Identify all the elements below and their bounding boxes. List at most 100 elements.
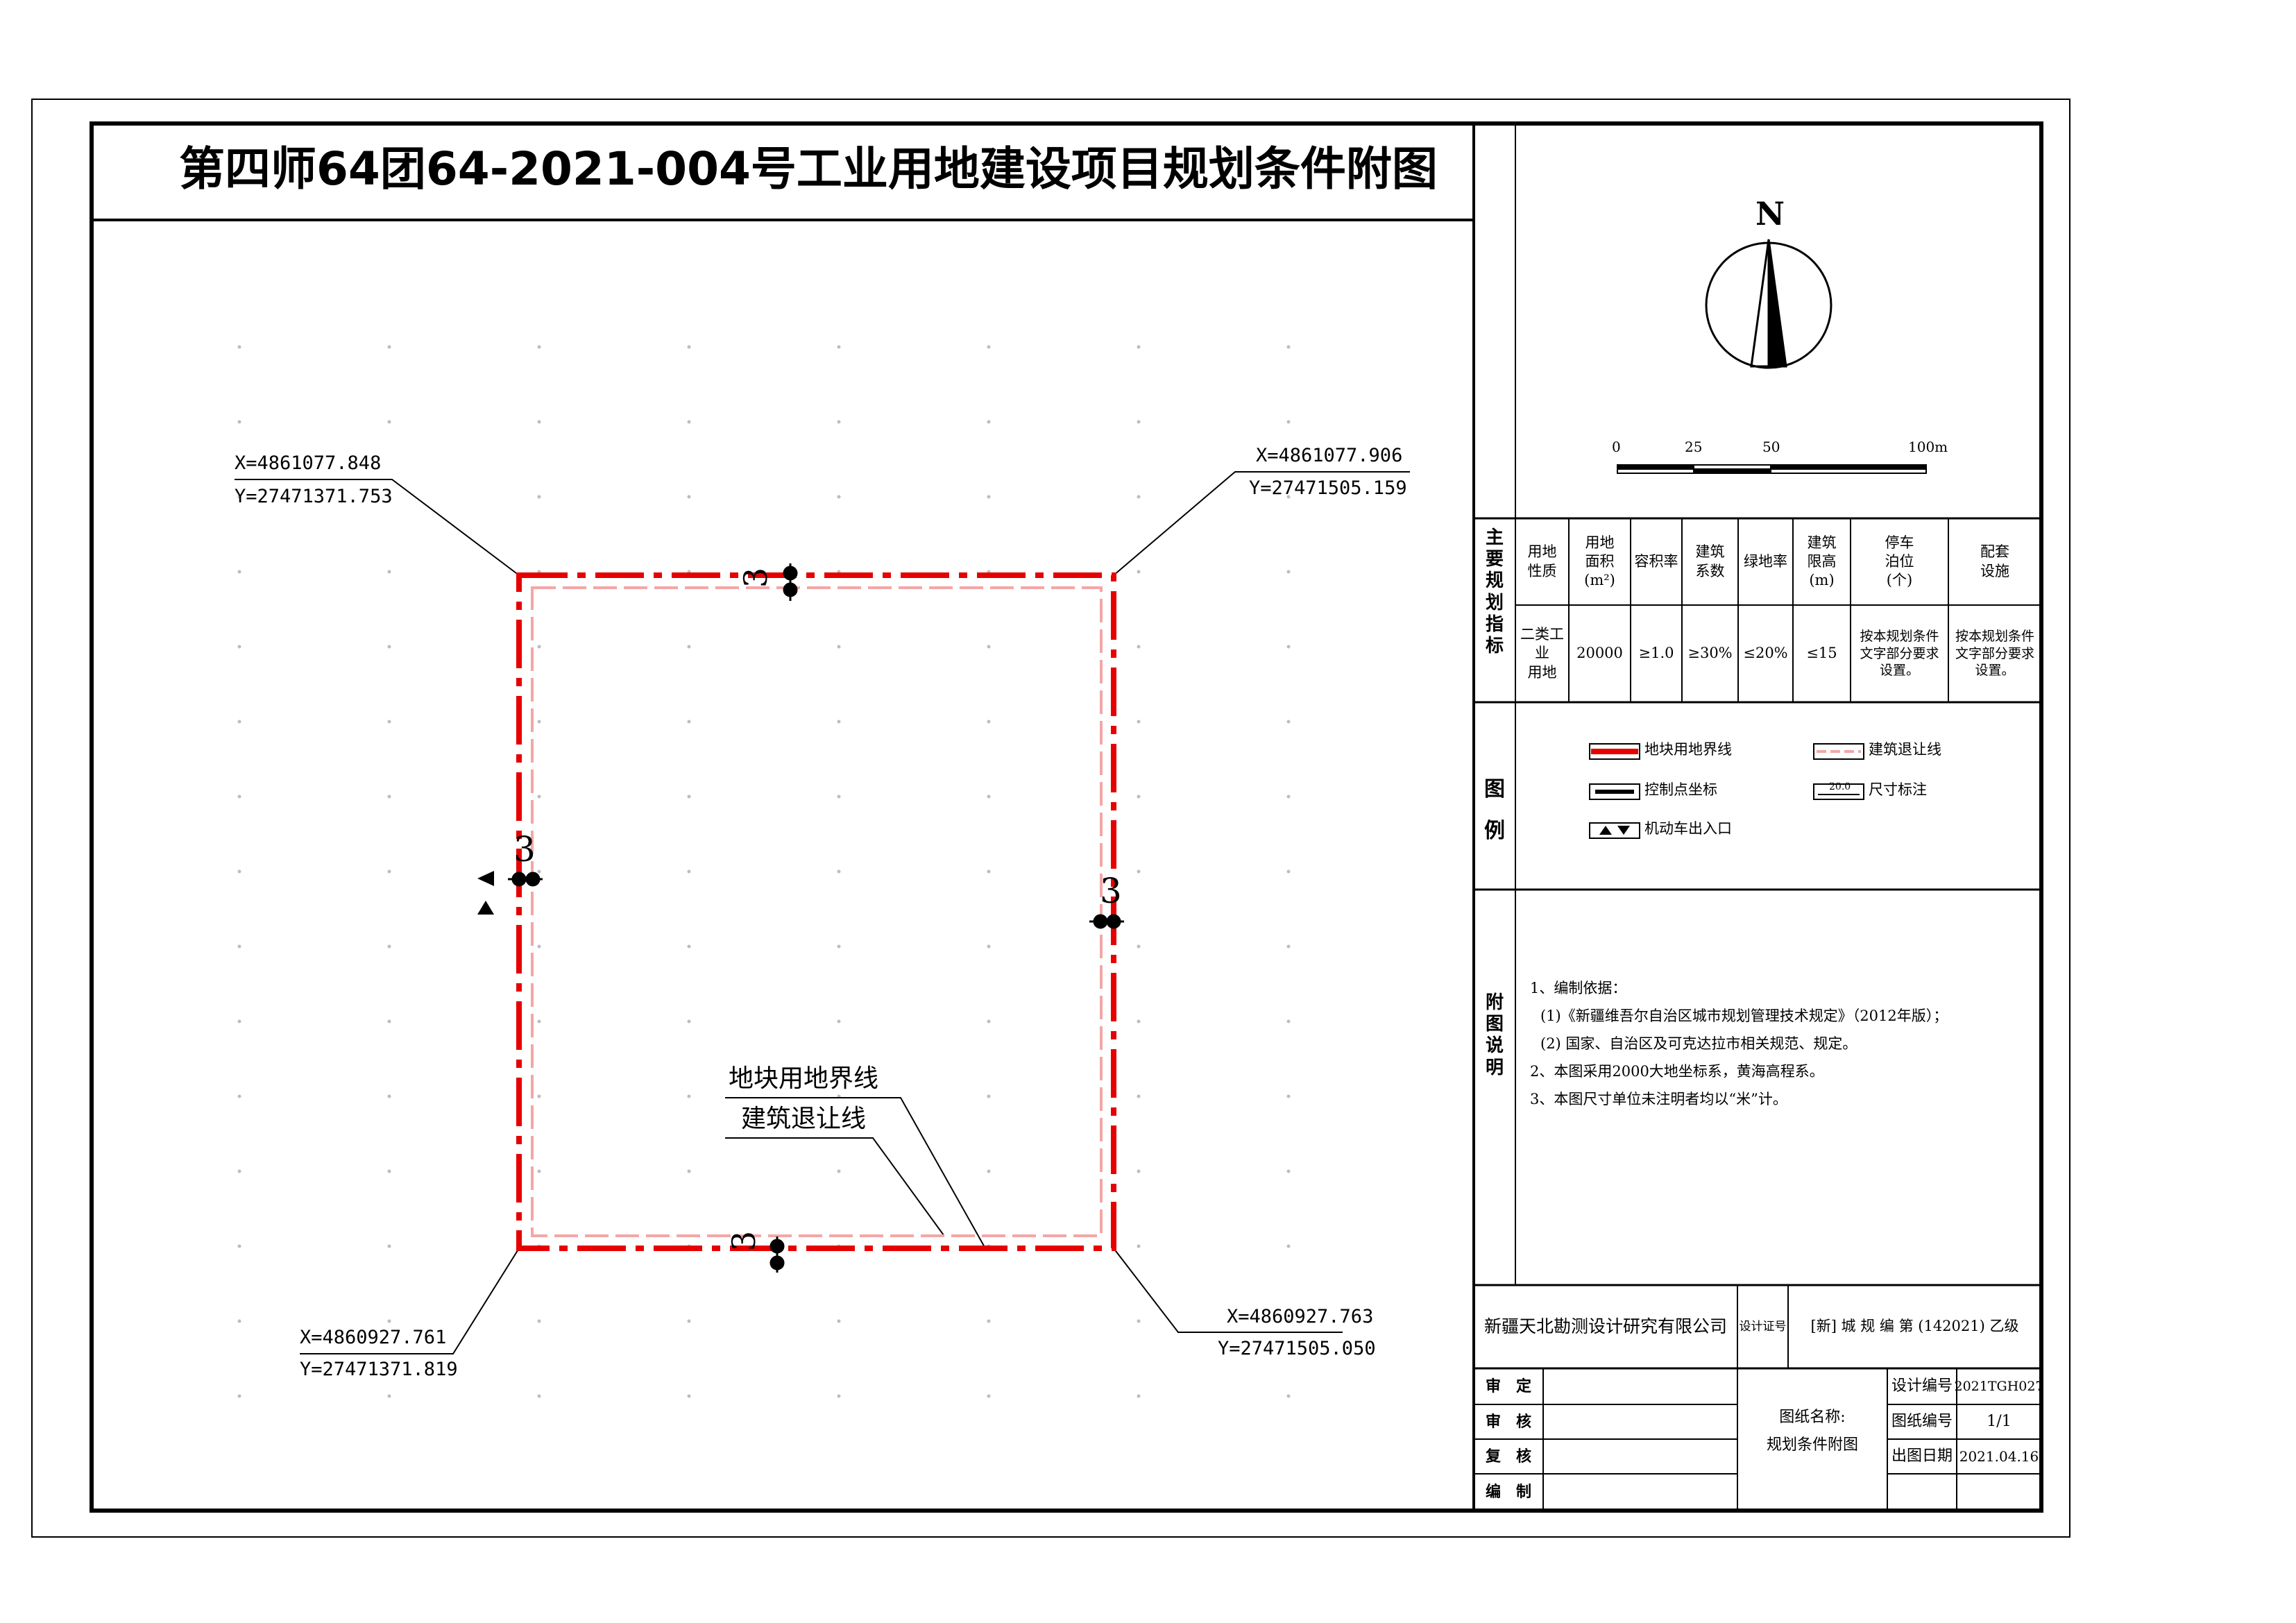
grid-dot <box>387 944 391 949</box>
grid-dot <box>987 869 991 874</box>
outer-border <box>31 99 2070 1538</box>
note-line: (2) 国家、自治区及可克达拉市相关规范、规定。 <box>1540 1035 1857 1052</box>
indicator-value: ≥1.0 <box>1638 645 1674 662</box>
indicator-value: 按本规划条件 文字部分要求 设置。 <box>1860 628 1939 679</box>
grid-dot <box>1286 1319 1291 1323</box>
grid-dot <box>987 720 991 724</box>
setback-line <box>531 586 1103 1237</box>
page-title: 第四师64团64-2021-004号工业用地建设项目规划条件附图 <box>179 142 1438 196</box>
legend-control-point-label: 控制点坐标 <box>1644 781 1717 798</box>
grid-dot <box>237 1394 241 1398</box>
cert-value: [新] 城 规 编 第 (142021) 乙级 <box>1810 1318 2019 1335</box>
grid-dot <box>387 794 391 799</box>
grid-dot <box>687 1394 691 1398</box>
grid-dot <box>237 1019 241 1023</box>
grid-dot <box>1286 944 1291 949</box>
grid-dot <box>1286 1094 1291 1098</box>
corner-tl-y: Y=27471371.753 <box>235 486 393 507</box>
grid-dot <box>537 1319 541 1323</box>
grid-dot <box>687 645 691 649</box>
grid-dot <box>837 1169 841 1173</box>
grid-dot <box>1137 1169 1141 1173</box>
grid-dot <box>1137 1394 1141 1398</box>
grid-dot <box>1286 794 1291 799</box>
drawing-name: 规划条件附图 <box>1766 1436 1858 1454</box>
grid-dot <box>837 1394 841 1398</box>
grid-dot <box>1286 869 1291 874</box>
scale-tick-label: 0 <box>1612 439 1621 455</box>
grid-dot <box>237 1244 241 1248</box>
grid-dot <box>237 794 241 799</box>
grid-dot <box>687 420 691 424</box>
grid-dot <box>987 794 991 799</box>
note-line: (1)《新疆维吾尔自治区城市规划管理技术规定》（2012年版）； <box>1540 1008 1948 1024</box>
role-compile: 编 制 <box>1485 1483 1531 1502</box>
grid-dot <box>387 869 391 874</box>
grid-dot <box>987 420 991 424</box>
grid-dot <box>1286 495 1291 499</box>
grid-dot <box>837 1319 841 1323</box>
vehicle-entry-icon <box>1589 822 1640 839</box>
grid-dot <box>687 345 691 349</box>
scale-tick-label: 25 <box>1685 439 1703 455</box>
compass-north-letter: N <box>1755 195 1785 232</box>
grid-dot <box>1286 645 1291 649</box>
dimension-icon <box>1813 783 1864 800</box>
indicator-value: 20000 <box>1576 645 1623 662</box>
grid-dot <box>537 345 541 349</box>
inner-border <box>90 121 2043 1513</box>
grid-dot <box>1137 345 1141 349</box>
legend-setback-label: 建筑退让线 <box>1869 741 1941 758</box>
sheet-no-label: 图纸编号 <box>1891 1412 1953 1430</box>
grid-dot <box>837 1019 841 1023</box>
grid-dot <box>237 1094 241 1098</box>
grid-dot <box>687 794 691 799</box>
grid-dot <box>387 645 391 649</box>
grid-dot <box>387 1244 391 1248</box>
cert-label: 设计证号 <box>1739 1319 1787 1334</box>
grid-dot <box>837 495 841 499</box>
grid-dot <box>687 944 691 949</box>
grid-dot <box>687 1169 691 1173</box>
grid-dot <box>837 345 841 349</box>
grid-dot <box>837 645 841 649</box>
grid-dot <box>687 720 691 724</box>
indicator-header: 绿地率 <box>1744 552 1787 570</box>
design-no-label: 设计编号 <box>1891 1377 1953 1395</box>
indicator-value: ≤15 <box>1806 645 1837 662</box>
indicator-table-grid <box>1515 518 2041 702</box>
grid-dot <box>987 1094 991 1098</box>
grid-dot <box>387 1394 391 1398</box>
setback-dimension: 3 <box>737 567 775 588</box>
note-line: 1、编制依据： <box>1530 980 1627 996</box>
grid-dot <box>1137 645 1141 649</box>
date-label: 出图日期 <box>1891 1447 1953 1465</box>
corner-tl-x: X=4861077.848 <box>235 452 382 474</box>
grid-dot <box>1137 1094 1141 1098</box>
grid-dot <box>237 869 241 874</box>
dot-grid <box>237 345 1291 1398</box>
grid-dot <box>237 720 241 724</box>
grid-dot <box>837 944 841 949</box>
scale-tick-label: 100m <box>1908 439 1948 455</box>
grid-dot <box>987 1019 991 1023</box>
setback-dimension: 3 <box>1100 871 1122 911</box>
grid-dot <box>1286 420 1291 424</box>
role-check: 审 核 <box>1485 1412 1531 1431</box>
grid-dot <box>987 645 991 649</box>
title-block-grid <box>1474 1285 2041 1511</box>
grid-dot <box>1286 1394 1291 1398</box>
grid-dot <box>237 495 241 499</box>
setback-dimension: 3 <box>513 829 536 869</box>
indicator-header: 建筑 限高 (m) <box>1807 534 1837 589</box>
grid-dot <box>387 570 391 574</box>
grid-dot <box>537 420 541 424</box>
grid-dot <box>987 345 991 349</box>
setback-markers <box>508 563 1124 1273</box>
grid-dot <box>537 645 541 649</box>
grid-dot <box>387 1094 391 1098</box>
grid-dot <box>1137 944 1141 949</box>
notes-section-label: 附图说明 <box>1485 992 1504 1078</box>
corner-br-y: Y=27471505.050 <box>1218 1338 1376 1359</box>
